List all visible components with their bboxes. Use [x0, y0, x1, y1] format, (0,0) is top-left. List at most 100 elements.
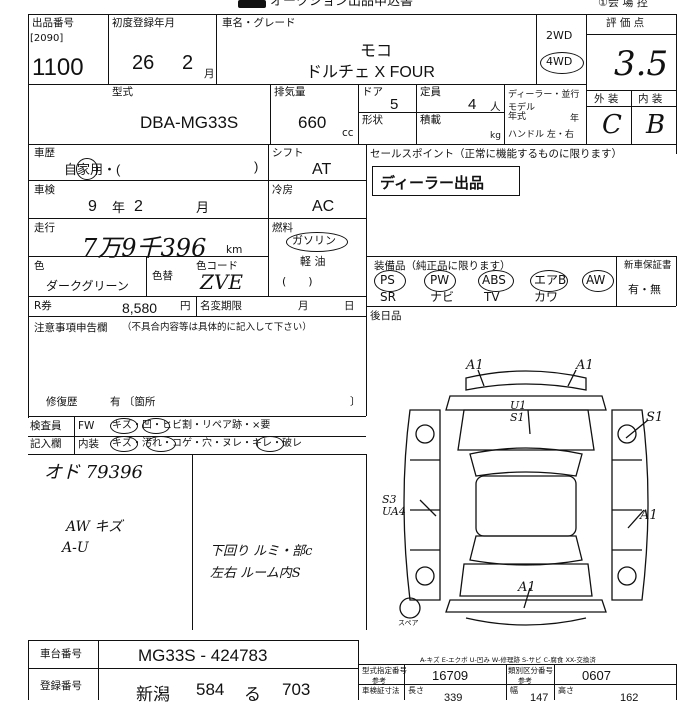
- capacity-label: 定員: [420, 86, 441, 98]
- header-logo: [238, 0, 266, 8]
- height-value: 162: [620, 692, 639, 704]
- score-value: 3.5: [614, 44, 669, 84]
- model-year-unit: 年: [570, 114, 580, 124]
- dealer-parallel: ディーラー・並行: [508, 90, 580, 100]
- mark-u1-s1: U1 S1: [510, 399, 527, 424]
- color-code-label: 色コード: [196, 260, 238, 272]
- mark-s1-right: S1: [646, 410, 664, 425]
- recycle-unit: 円: [180, 300, 191, 312]
- color-value: ダークグリーン: [46, 279, 129, 293]
- plate-area: 新潟: [136, 685, 170, 704]
- rear-seat-label: 後日品: [370, 310, 402, 322]
- repair-label: 修復歴: [46, 396, 78, 408]
- load-unit: kg: [490, 131, 501, 141]
- note-aw: AW キズ: [66, 519, 123, 535]
- color-label: 色: [34, 260, 45, 272]
- equipment-label: 装備品（純正品に限ります）: [374, 260, 511, 272]
- recycle-value: 8,580: [122, 300, 158, 316]
- color-code: ZVE: [200, 270, 243, 294]
- name-change-month: 月: [298, 300, 309, 312]
- type-no-label: 型式指定番号: [362, 666, 407, 675]
- vehicle-class-value: 自家用・(: [64, 162, 121, 177]
- plate-kana: る: [244, 685, 261, 704]
- inspection-month: 2: [134, 198, 143, 215]
- mark-a1-front-right: A1: [576, 358, 594, 373]
- mark-s3-ua4: S3 UA4: [382, 493, 406, 518]
- inspection-year-unit: 年: [112, 201, 126, 216]
- capacity-unit: 人: [490, 101, 501, 113]
- dealer-stamp: ディーラー出品: [380, 175, 484, 192]
- type-value: DBA-MG33S: [140, 113, 239, 132]
- vehicle-class-label: 車歴: [34, 147, 55, 159]
- interior-grade: B: [646, 110, 666, 140]
- interior-dirt-circle: [146, 436, 176, 452]
- interior-entry-label: 内装: [78, 438, 99, 450]
- mark-a1-front-left: A1: [466, 358, 484, 373]
- height-label: 高さ: [558, 686, 574, 695]
- fuel-gasoline: ガソリン: [292, 234, 336, 247]
- equip-tv: TV: [484, 290, 500, 304]
- header-title: オークション出品申込書: [270, 0, 414, 9]
- recycle-label: R券: [34, 300, 52, 312]
- interior-scratch-circle: [110, 436, 138, 452]
- fuel-label: 燃料: [272, 222, 293, 234]
- doors-value: 5: [390, 96, 399, 113]
- note-odo: オド 79396: [44, 462, 143, 483]
- mileage-unit: km: [226, 244, 243, 256]
- registration-month-unit: 月: [204, 68, 215, 80]
- model-year-label: モデル年式: [508, 103, 536, 122]
- car-damage-diagram: [399, 369, 649, 626]
- notes-sub: （不具合内容等は具体的に記入して下さい）: [122, 322, 312, 333]
- pw-circle: [424, 270, 456, 292]
- repair-close: 〕: [350, 396, 361, 408]
- plate-label: 登録番号: [40, 680, 82, 692]
- interior-label: 内 装: [638, 93, 663, 105]
- length-value: 339: [444, 692, 463, 704]
- fw-label: FW: [78, 420, 95, 432]
- width-label: 幅: [510, 686, 518, 695]
- handle-label: ハンドル 左・右: [508, 130, 574, 140]
- mileage-value: 7万9千396: [82, 234, 207, 262]
- exterior-label: 外 装: [594, 93, 619, 105]
- equip-navi: ナビ: [430, 290, 455, 304]
- lot-number: 1100: [32, 54, 84, 81]
- length-label: 長さ: [408, 686, 424, 695]
- drive-4wd-circle: [540, 52, 584, 74]
- note-under2: 左右 ルーム内S: [210, 566, 301, 581]
- chassis-value: MG33S - 424783: [138, 646, 268, 665]
- gasoline-circle: [286, 232, 348, 252]
- fuel-diesel: 軽 油: [300, 255, 326, 268]
- repair-value: 有 〔箇所: [110, 396, 156, 408]
- interior-items: キズ・汚れ・コゲ・穴・ヌレ・キレ・破レ: [112, 438, 302, 449]
- spare-label: スペア: [398, 619, 419, 627]
- vehicle-class-close: ): [254, 159, 259, 174]
- size-label: 車検証寸法: [362, 686, 400, 695]
- class-no: 0607: [582, 668, 611, 683]
- shape-label: 形状: [362, 114, 383, 126]
- type-label: 型式: [112, 86, 133, 98]
- registration-month: 2: [182, 52, 194, 74]
- shift-value: AT: [312, 161, 332, 178]
- lot-code: [2090]: [30, 33, 64, 44]
- fw-items: キズ・凹・ヒビ割・リペア跡・×要: [112, 420, 271, 431]
- displacement-label: 排気量: [274, 86, 306, 98]
- fuel-paren: ( ): [282, 275, 313, 288]
- entry-label: 記入欄: [30, 438, 62, 450]
- class-no-label: 類別区分番号: [508, 666, 553, 675]
- color-change-label: 色替: [152, 270, 173, 282]
- ps-circle: [374, 270, 406, 292]
- plate-number: 703: [282, 680, 311, 699]
- displacement-unit: cc: [342, 127, 354, 139]
- note-au: A-U: [62, 540, 89, 556]
- inspection-label: 車検: [34, 184, 55, 196]
- equip-sr: SR: [380, 290, 396, 304]
- score-label: 評 価 点: [606, 17, 645, 29]
- abs-circle: [478, 270, 514, 292]
- inspection-month-unit: 月: [196, 201, 210, 216]
- displacement-value: 660: [298, 113, 327, 132]
- note-under: 下回り ルミ・部c: [210, 544, 313, 559]
- notes-label: 注意事項申告欄: [34, 322, 108, 334]
- exterior-grade: C: [602, 110, 622, 140]
- ac-label: 冷房: [272, 184, 293, 196]
- plate-class: 584: [196, 680, 225, 699]
